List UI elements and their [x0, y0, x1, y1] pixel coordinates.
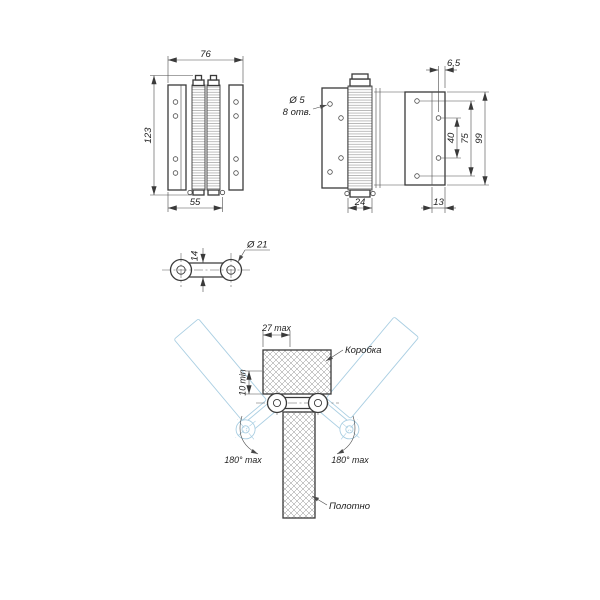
screw-hole — [233, 156, 239, 162]
dim-label-leaf-height: 99 — [474, 133, 485, 144]
screw-hole — [327, 101, 333, 107]
swing-arc-left — [239, 415, 259, 455]
hole-note-diameter: Ø 5 — [288, 95, 305, 106]
right-leaf — [404, 91, 446, 186]
dim-label-gap: 10 min — [238, 369, 248, 396]
screw-hole — [172, 170, 179, 176]
dim-label-bar: 14 — [190, 251, 201, 262]
screw-hole — [435, 115, 442, 121]
knuckle — [266, 392, 288, 414]
pin-hole — [226, 265, 236, 275]
door-frame-section — [262, 349, 332, 395]
adjuster-pin — [370, 190, 376, 197]
door-leaf-section — [282, 411, 316, 519]
left-leaf — [321, 87, 349, 189]
screw-hole — [338, 155, 344, 161]
frame-label: Коробка — [345, 345, 382, 356]
adjuster-pin — [219, 189, 226, 196]
adjuster-pin — [344, 190, 350, 197]
screw-hole — [172, 156, 179, 162]
door-ghost-left — [174, 319, 275, 440]
plan-view: 14 Ø 21 — [162, 240, 270, 292]
screw-hole — [338, 115, 344, 121]
screw-hole — [327, 169, 333, 175]
pin-hole — [272, 398, 282, 408]
dim-label-height: 123 — [143, 127, 154, 144]
screw-hole — [233, 113, 239, 119]
spring-barrel — [206, 84, 221, 191]
dim-label-edge-offset: 6,5 — [447, 58, 461, 69]
screw-hole — [435, 155, 442, 161]
screw-hole — [414, 98, 420, 104]
door-ghost-right — [320, 317, 419, 440]
pin-hole — [176, 265, 186, 275]
adjuster-pin — [187, 189, 193, 196]
installation-diagram: 27 max 10 min 180° max 180° max Коробка … — [174, 317, 419, 519]
dim-label-barrel: 24 — [354, 197, 366, 208]
angle-label-right: 180° max — [331, 455, 369, 465]
dim-label-bottom: 55 — [190, 197, 201, 208]
swing-arc-right — [336, 415, 356, 455]
leaf-label: Полотно — [329, 501, 370, 512]
spring-barrel — [191, 84, 206, 191]
dim-label-width: 76 — [200, 49, 211, 60]
dim-label-depth: 27 max — [261, 323, 291, 333]
dim-label-flange: 13 — [433, 197, 444, 208]
dim-label-knuckle: Ø 21 — [246, 240, 268, 251]
screw-hole — [172, 113, 179, 119]
screw-hole — [414, 173, 420, 179]
front-view: 76 123 55 — [143, 49, 244, 212]
pin-hole — [313, 398, 323, 408]
screw-hole — [172, 99, 179, 105]
knuckle — [169, 258, 193, 282]
right-leaf — [228, 84, 244, 191]
left-leaf — [167, 84, 187, 191]
dim-label-holes-outer: 75 — [460, 133, 471, 144]
spring-barrel — [347, 85, 373, 191]
screw-hole — [233, 99, 239, 105]
screw-hole — [233, 170, 239, 176]
hole-note-count: 8 отв. — [283, 107, 312, 118]
knuckle — [219, 258, 243, 282]
angle-label-left: 180° max — [224, 455, 262, 465]
dim-label-holes-inner: 40 — [446, 132, 457, 143]
knuckle — [307, 392, 329, 414]
back-view: Ø 5 8 отв. 6,5 40 75 99 24 13 — [283, 58, 489, 213]
